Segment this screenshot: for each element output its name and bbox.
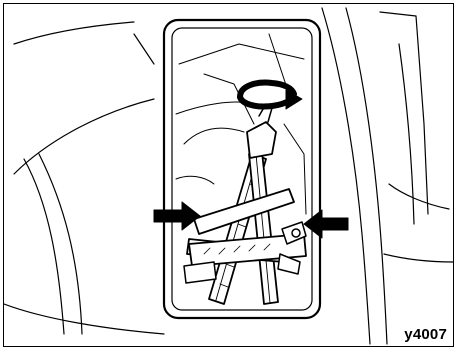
illustration-frame: y4007 bbox=[3, 3, 454, 347]
jack-storage-illustration bbox=[4, 4, 454, 347]
figure-code: y4007 bbox=[404, 326, 447, 343]
scissor-jack bbox=[184, 104, 306, 304]
push-arrow-left-icon bbox=[154, 202, 200, 230]
push-arrow-right-icon bbox=[304, 210, 348, 238]
rotate-arrow-icon bbox=[240, 83, 302, 109]
vehicle-body-lines bbox=[4, 8, 454, 344]
